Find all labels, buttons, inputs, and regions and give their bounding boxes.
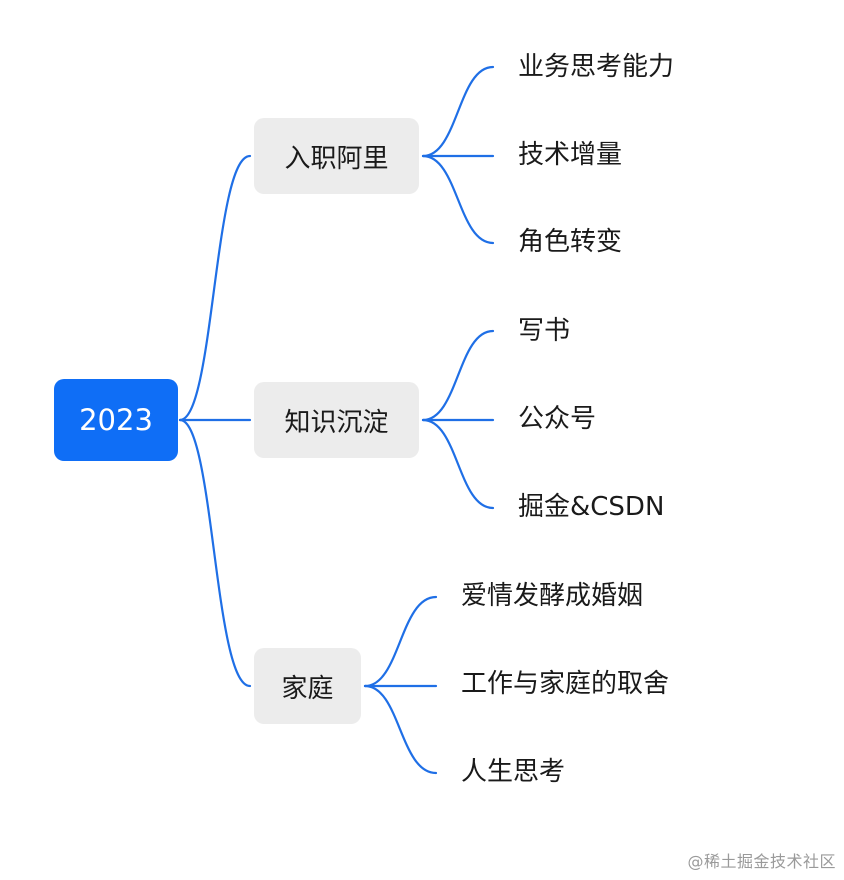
leaf-node[interactable]: 爱情发酵成婚姻 <box>461 581 644 611</box>
connector-branch-3-to-leaf-3 <box>363 684 438 775</box>
leaf-node[interactable]: 写书 <box>518 316 571 346</box>
leaf-node[interactable]: 人生思考 <box>461 757 566 787</box>
leaf-node[interactable]: 公众号 <box>518 404 597 434</box>
leaf-node[interactable]: 掘金&CSDN <box>518 492 665 522</box>
connector-branch-1-to-leaf-1 <box>421 65 495 158</box>
leaf-node[interactable]: 角色转变 <box>518 227 623 257</box>
connector-branch-2-to-leaf-3 <box>421 418 495 510</box>
connector-branch-3-to-leaf-1 <box>363 595 438 688</box>
leaf-node[interactable]: 工作与家庭的取舍 <box>461 669 670 699</box>
watermark: @稀土掘金技术社区 <box>687 852 836 871</box>
connector-root-to-branch-1 <box>178 154 252 422</box>
connector-branch-2-to-leaf-1 <box>421 329 495 422</box>
leaf-node[interactable]: 业务思考能力 <box>518 52 675 82</box>
branch-node-family[interactable]: 家庭 <box>254 648 361 724</box>
branch-node-knowledge[interactable]: 知识沉淀 <box>254 382 419 458</box>
branch-node-job[interactable]: 入职阿里 <box>254 118 419 194</box>
connector-branch-1-to-leaf-3 <box>421 154 495 245</box>
root-node[interactable]: 2023 <box>54 379 178 461</box>
connector-root-to-branch-3 <box>178 418 252 688</box>
leaf-node[interactable]: 技术增量 <box>518 140 623 170</box>
